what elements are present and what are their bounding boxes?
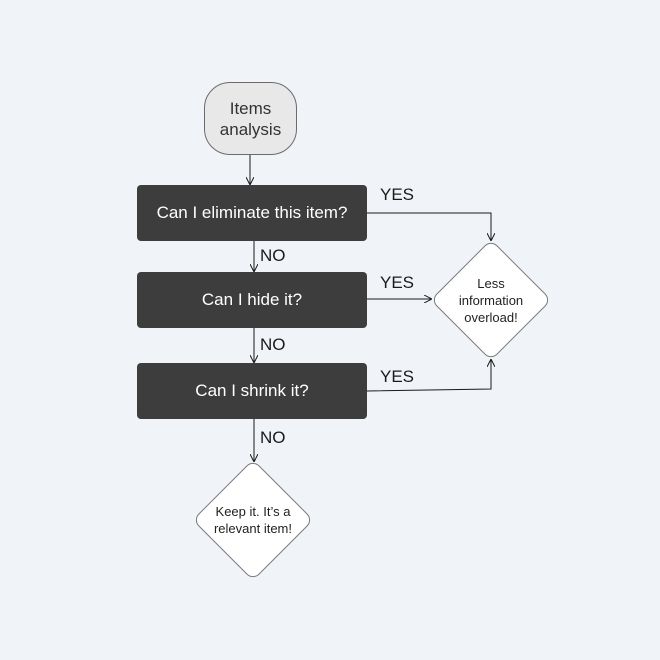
start-node-label: Items analysis (219, 98, 282, 139)
question-hide-label: Can I hide it? (201, 290, 303, 309)
start-node: Items analysis (204, 82, 297, 155)
edge-label-no-hide: NO (260, 335, 286, 354)
question-eliminate-label: Can I eliminate this item? (156, 203, 348, 222)
edge-label-no-shrink: NO (260, 428, 286, 447)
question-eliminate: Can I eliminate this item? (137, 185, 367, 241)
edge-label-yes-eliminate: YES (380, 185, 415, 204)
edge-q1-yes (367, 212, 491, 240)
outcome-less-overload: Less information overload! (429, 238, 553, 362)
outcome-keep-item-label: Keep it. It’s a relevant item! (213, 504, 293, 536)
outcome-keep-item: Keep it. It’s a relevant item! (191, 458, 315, 582)
question-hide: Can I hide it? (137, 272, 367, 328)
question-shrink: Can I shrink it? (137, 363, 367, 419)
question-shrink-label: Can I shrink it? (195, 381, 309, 400)
edge-label-yes-hide: YES (380, 273, 415, 292)
edge-q3-yes (366, 360, 491, 392)
edge-label-yes-shrink: YES (380, 367, 415, 386)
edge-label-no-eliminate: NO (260, 246, 286, 265)
outcome-less-overload-label: Less information overload! (458, 275, 524, 325)
